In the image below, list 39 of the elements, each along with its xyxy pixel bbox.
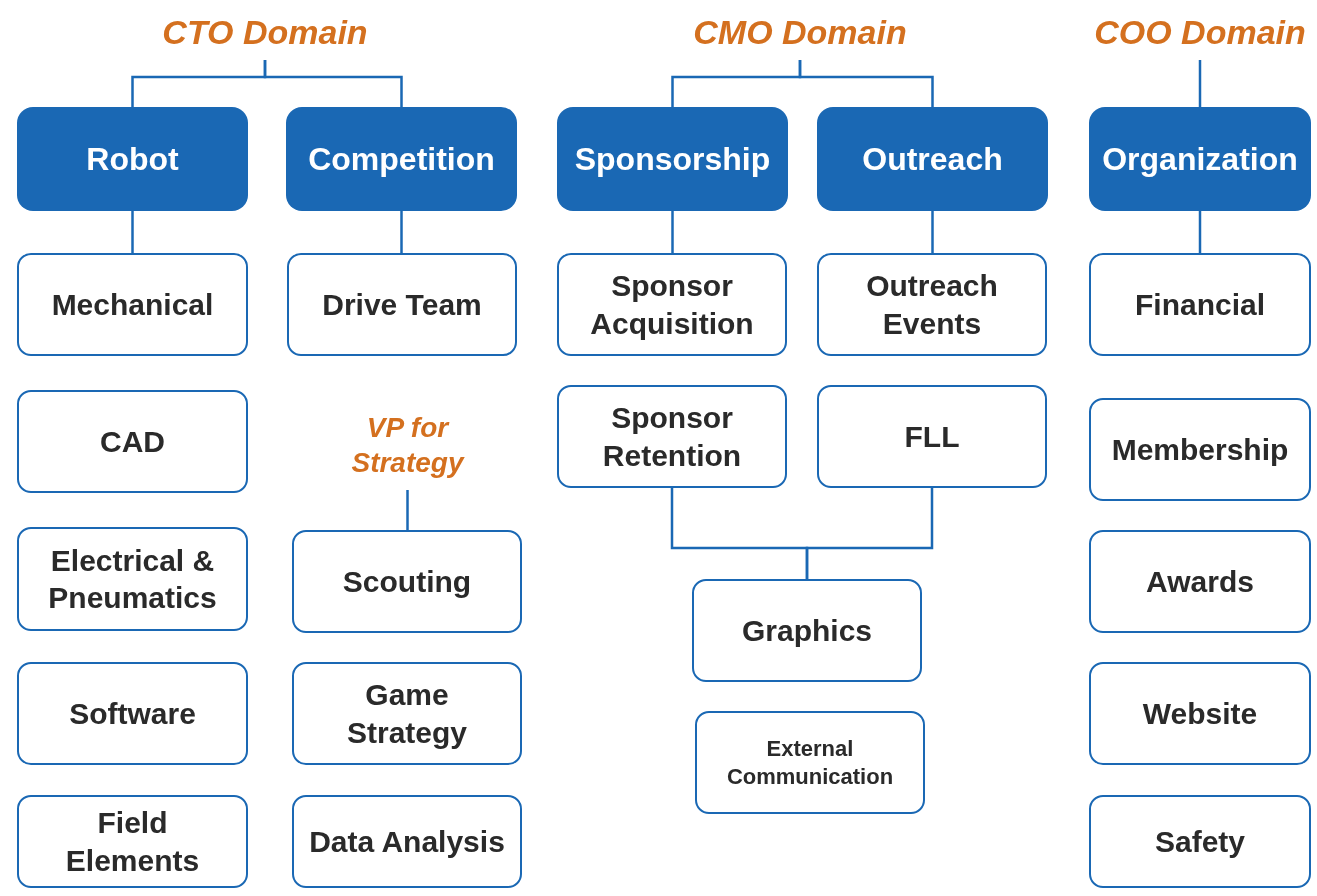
team-box: Sponsor Retention — [557, 385, 787, 488]
team-box: Safety — [1089, 795, 1311, 888]
connector-line — [1198, 60, 1202, 107]
domain-title: CMO Domain — [670, 5, 930, 60]
role-note: VP for Strategy — [330, 400, 485, 490]
connector-line — [671, 211, 674, 253]
team-box: Electrical & Pneumatics — [17, 527, 248, 631]
domain-title: CTO Domain — [140, 5, 390, 60]
team-box: Software — [17, 662, 248, 765]
team-box: CAD — [17, 390, 248, 493]
header-box: Organization — [1089, 107, 1311, 211]
connector-line — [131, 211, 134, 253]
connector-line — [406, 490, 409, 530]
team-box: Outreach Events — [817, 253, 1047, 356]
team-box: Membership — [1089, 398, 1311, 501]
header-box: Competition — [286, 107, 517, 211]
team-box: Game Strategy — [292, 662, 522, 765]
header-box: Robot — [17, 107, 248, 211]
team-box: Scouting — [292, 530, 522, 633]
team-box: Awards — [1089, 530, 1311, 633]
team-box: Financial — [1089, 253, 1311, 356]
team-box: Data Analysis — [292, 795, 522, 888]
team-box: External Communication — [695, 711, 925, 814]
domain-title: COO Domain — [1085, 5, 1315, 60]
connector-line — [1198, 211, 1202, 253]
header-box: Sponsorship — [557, 107, 788, 211]
team-box: Mechanical — [17, 253, 248, 356]
connector-line — [798, 60, 934, 107]
connector-line — [400, 211, 403, 253]
team-box: Website — [1089, 662, 1311, 765]
team-box: Sponsor Acquisition — [557, 253, 787, 356]
team-box: Graphics — [692, 579, 922, 682]
connector-line — [931, 211, 934, 253]
team-box: Field Elements — [17, 795, 248, 888]
team-box: Drive Team — [287, 253, 517, 356]
team-box: FLL — [817, 385, 1047, 488]
header-box: Outreach — [817, 107, 1048, 211]
connector-line — [805, 488, 934, 579]
connector-line — [263, 60, 403, 107]
